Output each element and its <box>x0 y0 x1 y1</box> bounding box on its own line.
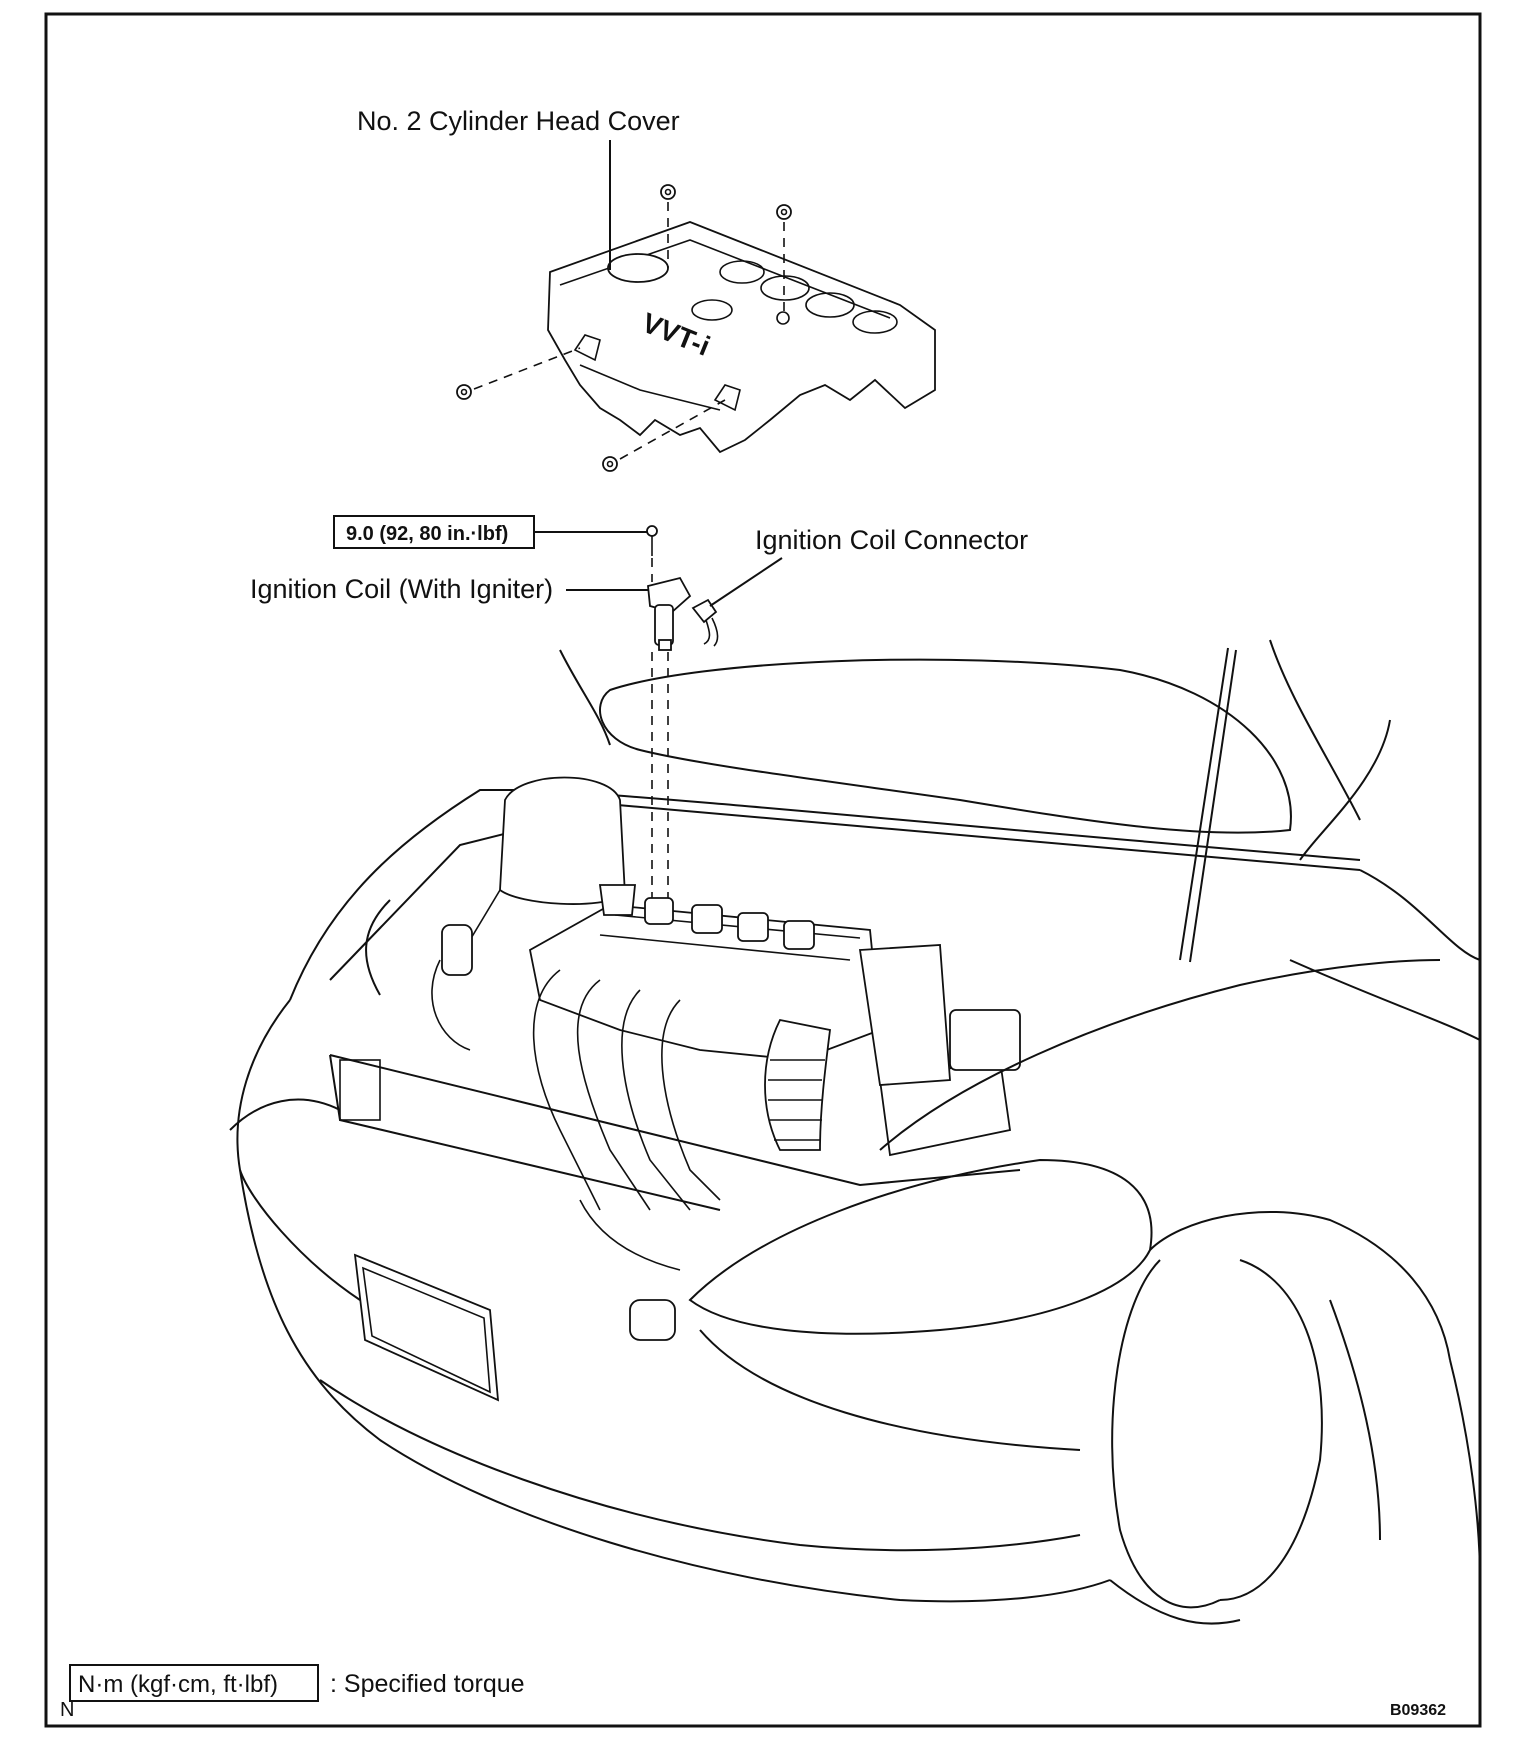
figure-code: B09362 <box>1390 1702 1446 1719</box>
corner-mark: N <box>60 1699 74 1721</box>
torque-legend: N·m (kgf·cm, ft·lbf) : Specified torque … <box>60 1664 525 1721</box>
cylinder-head-cover: VVT-i <box>547 221 936 454</box>
nut-icon <box>602 456 618 472</box>
leader-connector <box>709 557 783 607</box>
vehicle-front-illustration <box>229 639 1481 1625</box>
nut-icon <box>660 184 676 200</box>
nut-icon <box>776 204 792 220</box>
ignition-coil <box>646 525 719 651</box>
label-cylinder-head-cover: No. 2 Cylinder Head Cover <box>357 106 680 136</box>
cover-nuts <box>456 184 792 472</box>
legend-unit: N·m (kgf·cm, ft·lbf) <box>78 1671 278 1698</box>
legend-text: : Specified torque <box>330 1670 525 1698</box>
label-ignition-coil: Ignition Coil (With Igniter) <box>250 574 553 604</box>
torque-value: 9.0 (92, 80 in.·lbf) <box>346 523 508 545</box>
nut-icon <box>456 384 472 400</box>
torque-spec: 9.0 (92, 80 in.·lbf) <box>333 515 648 549</box>
figure-frame <box>44 12 1482 1728</box>
label-ignition-coil-connector: Ignition Coil Connector <box>755 525 1028 555</box>
